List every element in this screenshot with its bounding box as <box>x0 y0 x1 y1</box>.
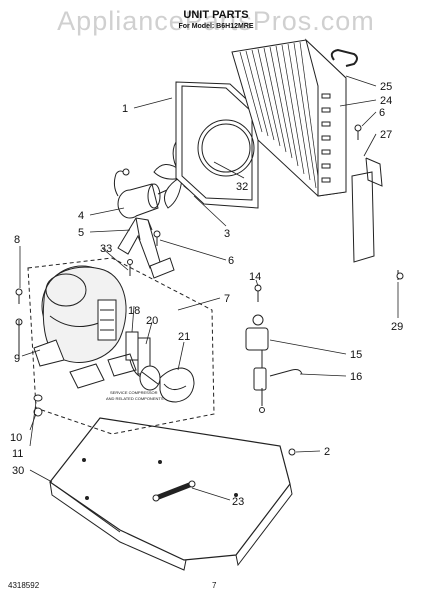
screw-2 <box>288 448 296 456</box>
callout-14: 14 <box>249 271 261 283</box>
model-subtitle: For Model: B6H12MRE <box>178 23 254 30</box>
page-number: 7 <box>212 581 217 590</box>
watermark: AppliancePartsPros.com <box>57 6 375 36</box>
callout-25: 25 <box>380 81 392 93</box>
callout-32: 32 <box>236 181 248 193</box>
callout-11: 11 <box>12 448 23 460</box>
callout-18: 18 <box>128 305 140 317</box>
callout-23: 23 <box>232 496 244 508</box>
callout-27: 27 <box>380 129 392 141</box>
fan-motor <box>113 168 177 219</box>
screw-8 <box>15 288 23 326</box>
screw-33 <box>127 259 133 276</box>
callout-30: 30 <box>12 465 24 477</box>
callout-15: 15 <box>350 349 362 361</box>
callout-3: 3 <box>224 228 230 240</box>
coil-bracket <box>351 157 383 263</box>
callout-20: 20 <box>146 315 158 327</box>
callout-16: 16 <box>350 371 362 383</box>
callout-21: 21 <box>178 331 190 343</box>
callout-7: 7 <box>224 293 230 305</box>
callout-33: 33 <box>100 243 112 255</box>
screw-29 <box>396 270 404 280</box>
callout-8: 8 <box>14 234 20 246</box>
grommet-10-11 <box>18 320 43 417</box>
callout-5: 5 <box>78 227 84 239</box>
screw-14 <box>254 284 262 302</box>
callout-4: 4 <box>78 210 84 222</box>
page-title: UNIT PARTS <box>183 9 249 21</box>
service-note-line1: SERVICE COMPRESSOR <box>110 390 158 395</box>
screw-6b <box>153 230 161 246</box>
relay-cover <box>159 367 195 403</box>
motor-bracket <box>117 217 175 279</box>
callout-2: 2 <box>324 446 330 458</box>
fan-shroud <box>175 81 259 209</box>
document-number: 4318592 <box>8 581 40 590</box>
callout-1: 1 <box>122 103 128 115</box>
service-note: SERVICE COMPRESSOR AND RELATED COMPONENT… <box>106 390 164 401</box>
condenser-coil <box>231 38 347 197</box>
callout-29: 29 <box>391 321 403 333</box>
base-pan <box>49 417 293 571</box>
callout-9: 9 <box>14 353 20 365</box>
drier <box>245 314 303 413</box>
heater-tube <box>152 480 196 502</box>
callout-labels: 1 2 3 4 5 6 6 6 7 8 9 10 11 14 15 16 18 … <box>10 81 403 508</box>
callout-24: 24 <box>380 95 392 107</box>
callout-6a: 6 <box>379 107 385 119</box>
tube <box>330 48 358 67</box>
callout-6b: 6 <box>228 255 234 267</box>
callout-10: 10 <box>10 432 22 444</box>
screw-6a <box>354 124 362 140</box>
compressor <box>33 265 137 389</box>
service-note-line2: AND RELATED COMPONENTS <box>106 396 164 401</box>
